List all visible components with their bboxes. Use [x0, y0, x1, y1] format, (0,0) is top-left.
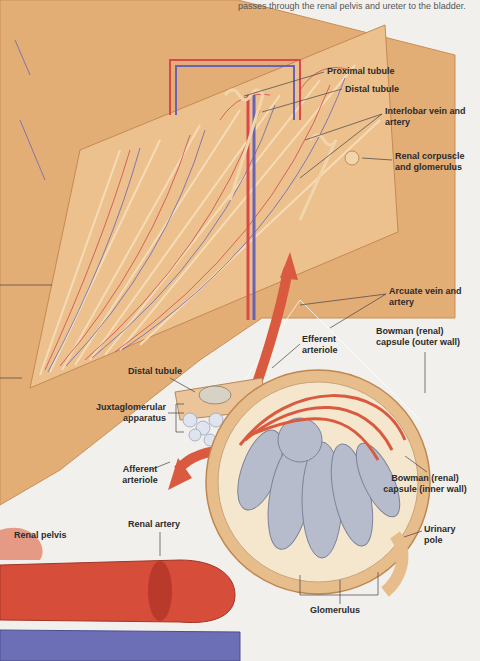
part-label: Juxtaglomerular apparatus — [72, 402, 166, 424]
arcuate-vein — [176, 66, 294, 120]
macula-densa — [199, 386, 231, 404]
leader-lines — [0, 72, 427, 604]
part-label: passes through the renal pelvis and uret… — [238, 1, 466, 12]
capsular-space — [218, 382, 418, 582]
glomerulus-tuft — [229, 418, 409, 558]
part-label: Renal corpuscle and glomerulus — [395, 151, 475, 173]
part-label: Urinary pole — [424, 524, 474, 546]
part-label: Renal pelvis — [14, 530, 94, 541]
part-label: Proximal tubule — [327, 66, 417, 77]
arrow-head — [280, 252, 298, 280]
renal-vein — [0, 630, 240, 661]
artery-lumen — [148, 561, 172, 621]
interlobar-artery — [247, 95, 250, 320]
part-label: Glomerulus — [310, 605, 390, 616]
veins — [15, 40, 345, 372]
part-label: Afferent arteriole — [112, 464, 168, 486]
part-label: Arcuate vein and artery — [389, 286, 465, 308]
arrow-head — [168, 458, 192, 490]
renal-corpuscle — [345, 151, 359, 165]
part-label: Bowman (renal) capsule (outer wall) — [376, 326, 474, 348]
glomerular-capillaries — [240, 396, 405, 460]
part-label: Bowman (renal) capsule (inner wall) — [376, 473, 474, 495]
medullary-pyramid — [30, 25, 398, 388]
urinary-pole — [385, 535, 402, 592]
part-label: Distal tubule — [345, 84, 425, 95]
part-label: Renal artery — [128, 519, 208, 530]
renal-artery — [0, 560, 235, 623]
arteries — [45, 68, 350, 371]
part-label: Distal tubule — [128, 366, 208, 377]
nephron-tubules — [225, 90, 336, 220]
part-label: Efferent arteriole — [302, 334, 362, 356]
part-label: Interlobar vein and artery — [385, 106, 467, 128]
